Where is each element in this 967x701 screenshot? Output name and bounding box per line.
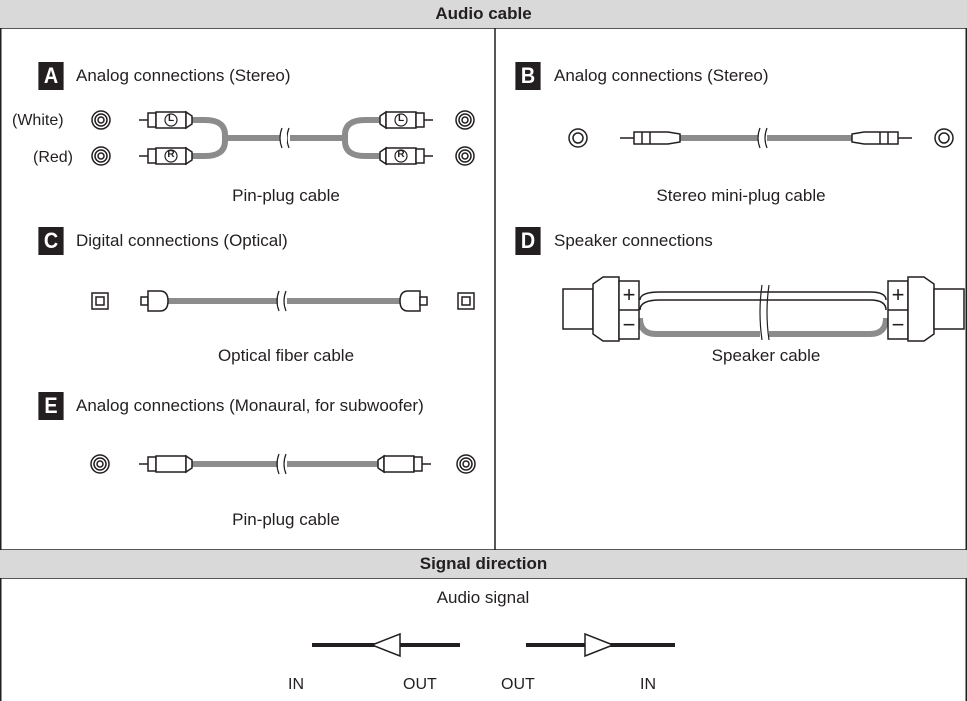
section-letter-b: B	[515, 62, 541, 90]
section-title-a: Analog connections (Stereo)	[76, 66, 291, 85]
caption-d: Speaker cable	[711, 346, 821, 365]
left-arrow-in-label: IN	[288, 676, 304, 693]
section-title-b: Analog connections (Stereo)	[554, 66, 769, 85]
minus-sign-left: −	[622, 312, 636, 337]
section-letter-a: A	[38, 62, 64, 90]
audio-cable-header: Audio cable	[0, 0, 967, 28]
caption-b: Stereo mini-plug cable	[656, 186, 826, 205]
left-arrow-out-label: OUT	[403, 676, 437, 693]
caption-e: Pin-plug cable	[232, 510, 340, 529]
plus-sign-right: +	[891, 282, 905, 307]
plus-sign-left: +	[622, 282, 636, 307]
section-title-d: Speaker connections	[554, 231, 713, 250]
right-arrow-icon	[526, 632, 675, 658]
signal-subtitle: Audio signal	[436, 588, 530, 607]
section-title-c: Digital connections (Optical)	[76, 231, 288, 250]
right-arrow-out-label: OUT	[501, 676, 535, 693]
plug-label-r-right: R	[397, 149, 405, 160]
section-letter-c: C	[38, 227, 64, 255]
label-red: (Red)	[33, 149, 74, 166]
plug-label-l-right: L	[397, 113, 405, 124]
section-letter-e: E	[38, 392, 64, 420]
signal-direction-header: Signal direction	[0, 550, 967, 578]
minus-sign-right: −	[891, 312, 905, 337]
caption-a: Pin-plug cable	[232, 186, 340, 205]
caption-c: Optical fiber cable	[217, 346, 355, 365]
plug-label-l: L	[167, 113, 175, 124]
section-letter-d: D	[515, 227, 541, 255]
right-arrow-in-label: IN	[640, 676, 656, 693]
plug-label-r: R	[167, 149, 175, 160]
left-arrow-icon	[312, 632, 460, 658]
label-white: (White)	[12, 112, 64, 129]
section-title-e: Analog connections (Monaural, for subwoo…	[76, 396, 424, 415]
